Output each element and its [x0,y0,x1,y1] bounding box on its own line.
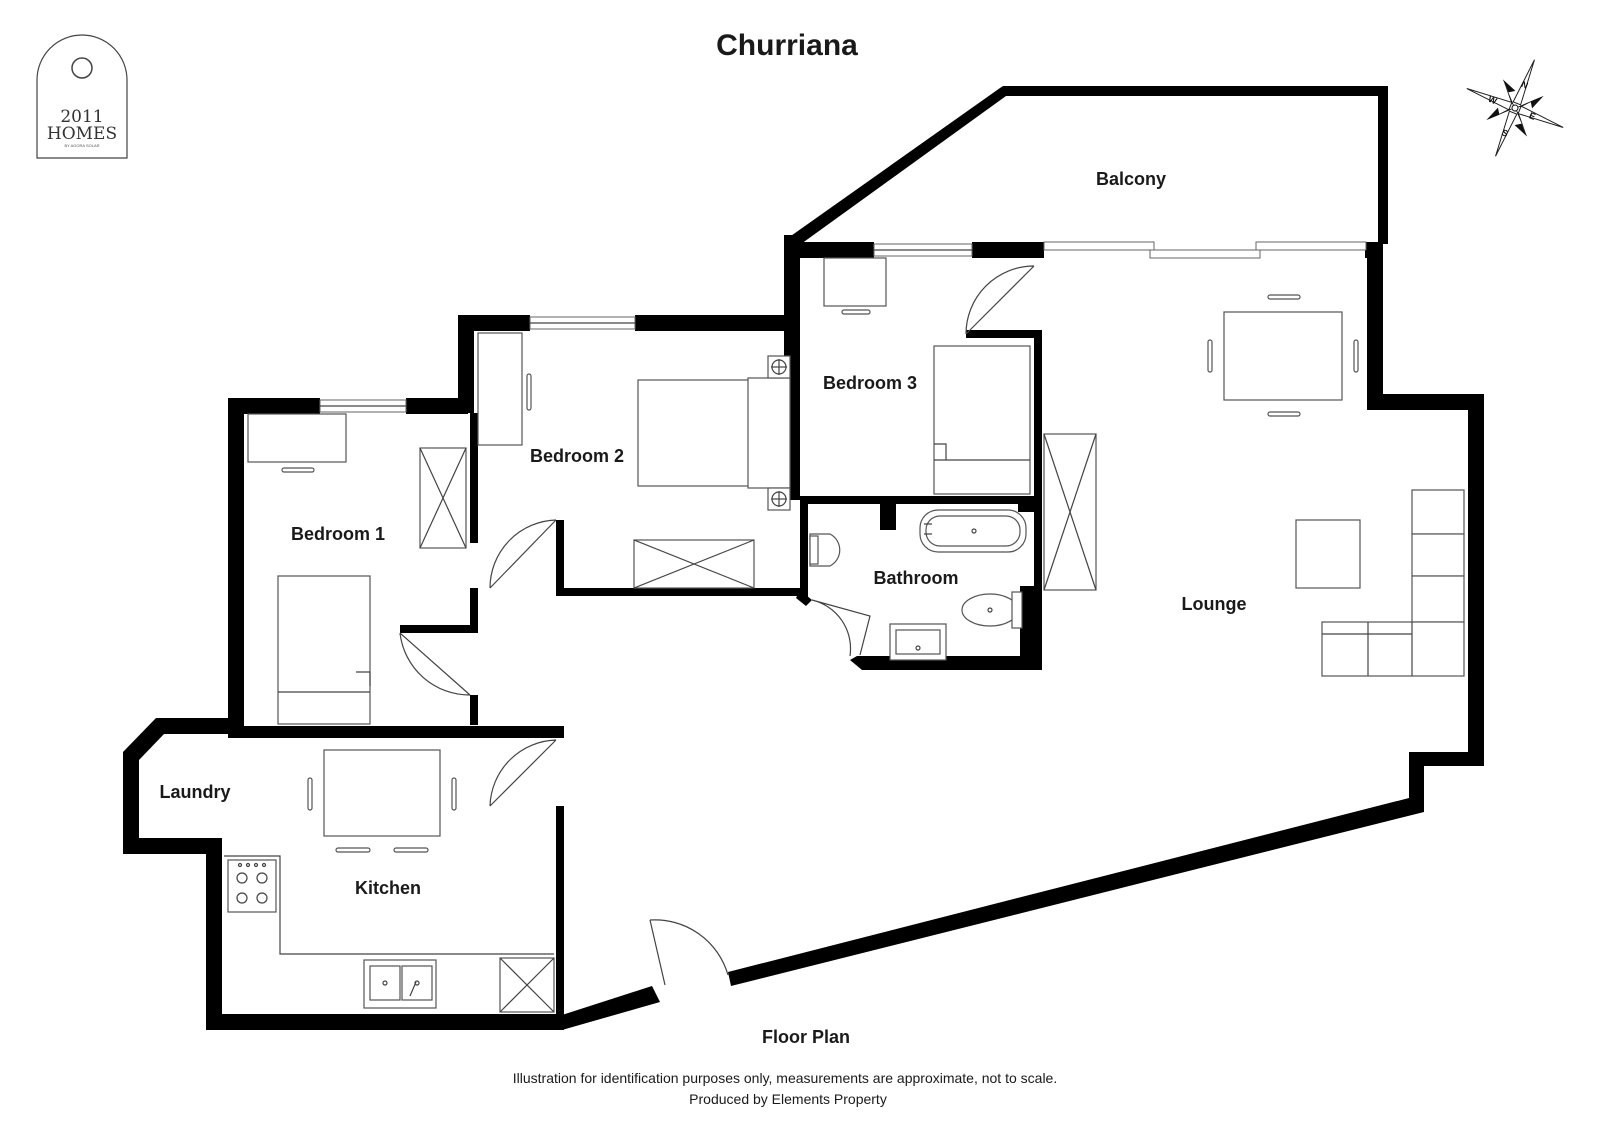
logo-homes: HOMES [47,124,117,144]
compass-n: N [1520,79,1530,91]
label-bedroom-3: Bedroom 3 [823,373,917,393]
disclaimer-text: Illustration for identification purposes… [513,1070,1057,1086]
doors [399,265,1035,986]
logo-tagline: BY AGORA SOLAR [64,143,99,148]
label-lounge: Lounge [1182,594,1247,614]
walls [123,86,1484,1030]
label-bedroom-2: Bedroom 2 [530,446,624,466]
logo-year: 2011 [60,107,103,127]
compass-e: E [1528,110,1537,122]
label-bathroom: Bathroom [874,568,959,588]
label-bedroom-1: Bedroom 1 [291,524,385,544]
compass-rose-icon: N E S W [1466,59,1564,157]
windows [319,241,1367,413]
company-logo: 2011 HOMES BY AGORA SOLAR [36,34,128,159]
plan-title: Churriana [716,29,858,62]
compass-w: W [1487,94,1499,107]
label-balcony: Balcony [1096,169,1166,189]
credit-text: Produced by Elements Property [689,1091,887,1107]
furniture [224,257,1465,1013]
room-labels: Balcony Bedroom 3 Bedroom 2 Bedroom 1 Ba… [159,169,1246,898]
floor-plan-label: Floor Plan [762,1027,850,1047]
compass-s: S [1500,127,1509,139]
label-kitchen: Kitchen [355,878,421,898]
label-laundry: Laundry [159,782,230,802]
